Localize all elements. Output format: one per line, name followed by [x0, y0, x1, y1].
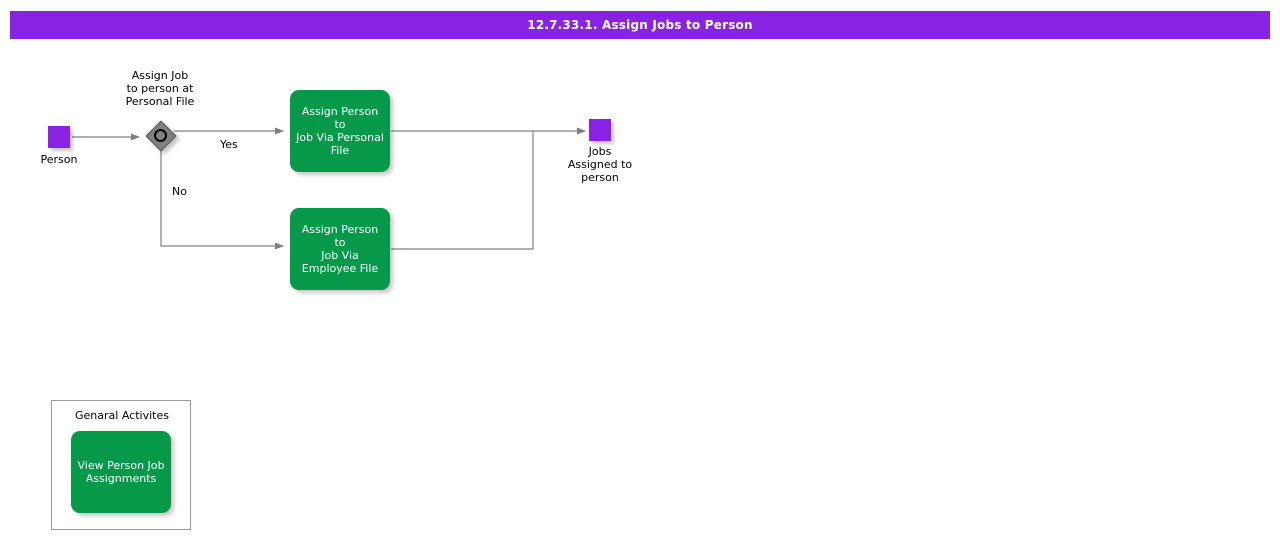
task-assign-person-to-job-via-personal-file[interactable]: Assign Person to Job Via Personal File: [290, 90, 390, 172]
gateway-inclusive-circle-icon: [154, 129, 167, 142]
edge-employee-file-task-to-end: [391, 131, 534, 250]
jobs-assigned-end-event-label: Jobs Assigned to person: [567, 145, 633, 184]
jobs-assigned-end-event[interactable]: [589, 119, 611, 141]
gateway-label: Assign Job to person at Personal File: [125, 69, 195, 108]
task-view-person-job-assignments-label: View Person Job Assignments: [77, 459, 165, 485]
page-title: 12.7.33.1. Assign Jobs to Person: [527, 18, 753, 32]
edge-label-no: No: [172, 185, 187, 198]
general-activities-title: Genaral Activites: [75, 409, 169, 422]
person-start-event-label: Person: [40, 153, 78, 166]
task-assign-person-to-job-via-personal-file-label: Assign Person to Job Via Personal File: [296, 105, 384, 157]
task-view-person-job-assignments[interactable]: View Person Job Assignments: [71, 431, 171, 513]
personal-file-gateway[interactable]: [145, 120, 177, 152]
task-assign-person-to-job-via-employee-file[interactable]: Assign Person to Job Via Employee File: [290, 208, 390, 290]
title-bar: 12.7.33.1. Assign Jobs to Person: [10, 11, 1270, 39]
edge-label-yes: Yes: [220, 138, 238, 151]
task-assign-person-to-job-via-employee-file-label: Assign Person to Job Via Employee File: [301, 223, 379, 275]
general-activities-group: Genaral Activites View Person Job Assign…: [51, 400, 191, 530]
person-start-event[interactable]: [48, 126, 70, 148]
